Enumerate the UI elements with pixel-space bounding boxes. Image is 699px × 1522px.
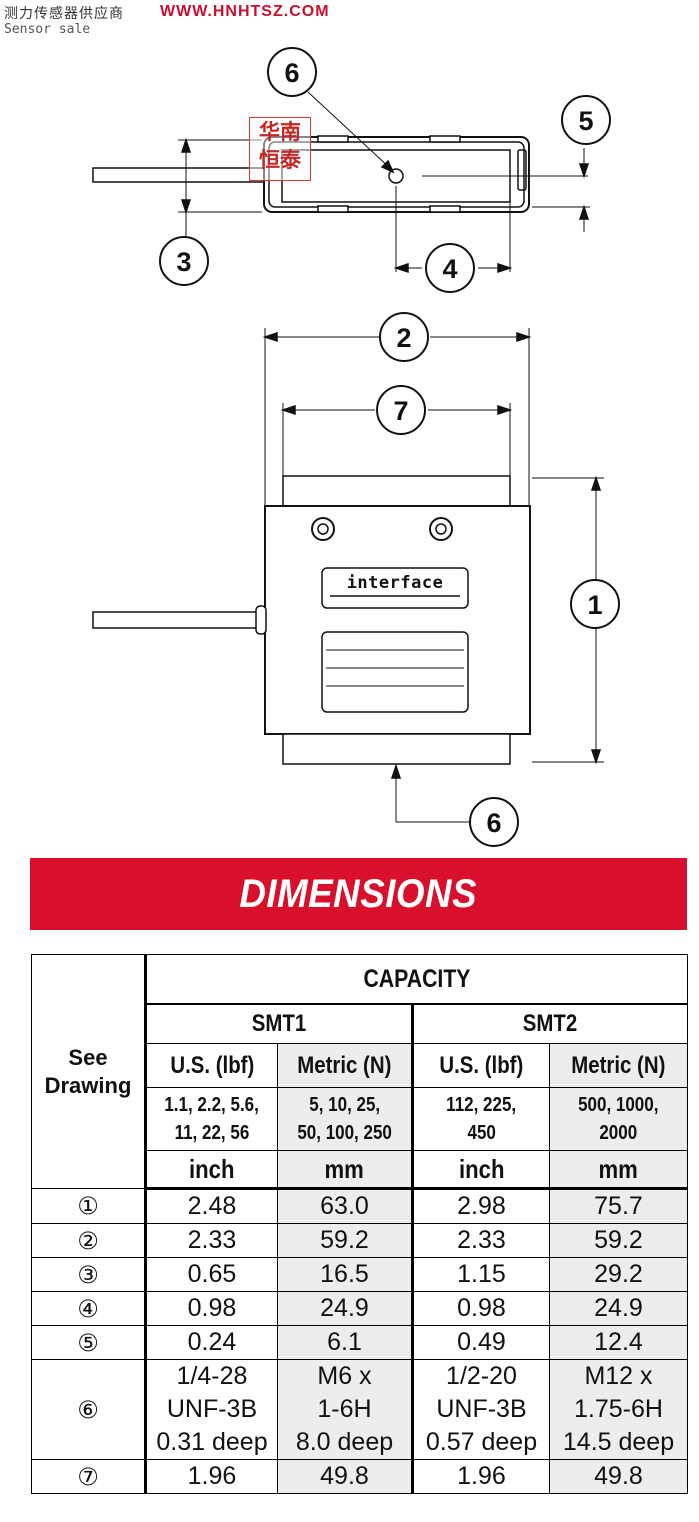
callout-3: 3 bbox=[159, 236, 209, 286]
supplier-heading: 测力传感器供应商 bbox=[4, 6, 124, 22]
dimension-value: 49.8 bbox=[277, 1459, 414, 1494]
dimensions-table: See Drawing CAPACITY SMT1 SMT2 U.S. (lbf… bbox=[31, 954, 688, 1494]
drawing-ref: ⑤ bbox=[31, 1325, 147, 1360]
callout-2: 2 bbox=[379, 312, 429, 362]
svg-text:6: 6 bbox=[284, 58, 299, 88]
dimension-value: 2.48 bbox=[145, 1188, 278, 1224]
callout-1: 1 bbox=[570, 579, 620, 629]
banner-title: DIMENSIONS bbox=[239, 872, 478, 916]
svg-text:6: 6 bbox=[486, 808, 501, 838]
model-smt2-header: SMT2 bbox=[412, 1003, 688, 1044]
dimension-value: 63.0 bbox=[277, 1188, 414, 1224]
stamp-line-2: 恒泰 bbox=[259, 148, 301, 172]
callout-6-bottom: 6 bbox=[469, 797, 519, 847]
dimension-value: 12.4 bbox=[549, 1325, 688, 1360]
website-url[interactable]: WWW.HNHTSZ.COM bbox=[160, 3, 330, 20]
table-row: ② 2.33 59.2 2.33 59.2 bbox=[31, 1223, 688, 1258]
dimension-value: 1.96 bbox=[145, 1459, 278, 1494]
dimensions-banner: DIMENSIONS bbox=[30, 858, 687, 930]
capacity-range: 1.1, 2.2, 5.6,11, 22, 56 bbox=[145, 1087, 278, 1151]
svg-text:2: 2 bbox=[396, 323, 411, 353]
svg-text:5: 5 bbox=[578, 106, 593, 136]
dimension-value: 24.9 bbox=[549, 1291, 688, 1326]
dimension-value: 59.2 bbox=[549, 1223, 688, 1258]
dimension-value: 24.9 bbox=[277, 1291, 414, 1326]
callout-6-top: 6 bbox=[267, 47, 317, 97]
length-unit: mm bbox=[549, 1150, 688, 1190]
dimension-value: 1.96 bbox=[412, 1459, 550, 1494]
dimension-value: 59.2 bbox=[277, 1223, 414, 1258]
callout-5: 5 bbox=[561, 95, 611, 145]
dimension-value: 0.65 bbox=[145, 1257, 278, 1292]
capacity-range: 112, 225,450 bbox=[412, 1087, 550, 1151]
logo-text: interface bbox=[347, 573, 444, 593]
dimension-value: 2.98 bbox=[412, 1188, 550, 1224]
length-unit: inch bbox=[145, 1150, 278, 1190]
svg-text:7: 7 bbox=[393, 396, 408, 426]
top-view bbox=[92, 91, 590, 274]
stamp-line-1: 华南 bbox=[259, 120, 301, 144]
length-unit: inch bbox=[412, 1150, 550, 1190]
table-row: ⑤ 0.24 6.1 0.49 12.4 bbox=[31, 1325, 688, 1360]
dimension-value: 49.8 bbox=[549, 1459, 688, 1494]
capacity-header: CAPACITY bbox=[145, 954, 688, 1005]
drawing-ref: ② bbox=[31, 1223, 147, 1258]
svg-text:3: 3 bbox=[176, 247, 191, 277]
dimension-value: 0.24 bbox=[145, 1325, 278, 1360]
front-view: interface bbox=[92, 328, 604, 823]
capacity-range: 500, 1000,2000 bbox=[549, 1087, 688, 1151]
dimension-value: 0.98 bbox=[145, 1291, 278, 1326]
technical-drawing: interface 6 5 3 4 2 7 bbox=[92, 47, 620, 847]
dimension-value: 29.2 bbox=[549, 1257, 688, 1292]
drawing-ref: ③ bbox=[31, 1257, 147, 1292]
unit-header: Metric (N) bbox=[549, 1043, 688, 1088]
drawing-ref: ④ bbox=[31, 1291, 147, 1326]
dimension-value: 6.1 bbox=[277, 1325, 414, 1360]
svg-text:1: 1 bbox=[587, 590, 602, 620]
svg-text:4: 4 bbox=[442, 254, 457, 284]
dimension-value: 2.33 bbox=[145, 1223, 278, 1258]
unit-header: U.S. (lbf) bbox=[145, 1043, 278, 1088]
table-row: ⑦ 1.96 49.8 1.96 49.8 bbox=[31, 1459, 688, 1494]
supplier-subheading: Sensor sale bbox=[4, 22, 91, 37]
dimension-value: 16.5 bbox=[277, 1257, 414, 1292]
company-stamp: 华南 恒泰 bbox=[249, 117, 311, 181]
dimension-value: 1.15 bbox=[412, 1257, 550, 1292]
drawing-ref: ⑦ bbox=[31, 1459, 147, 1494]
dimension-value: 2.33 bbox=[412, 1223, 550, 1258]
unit-header: U.S. (lbf) bbox=[412, 1043, 550, 1088]
unit-header: Metric (N) bbox=[277, 1043, 414, 1088]
capacity-range: 5, 10, 25,50, 100, 250 bbox=[277, 1087, 414, 1151]
callout-4: 4 bbox=[425, 243, 475, 293]
dimension-value: 0.98 bbox=[412, 1291, 550, 1326]
table-row: ③ 0.65 16.5 1.15 29.2 bbox=[31, 1257, 688, 1292]
table-row: ④ 0.98 24.9 0.98 24.9 bbox=[31, 1291, 688, 1326]
callout-7: 7 bbox=[376, 385, 426, 435]
length-unit: mm bbox=[277, 1150, 414, 1190]
dimension-value: 75.7 bbox=[549, 1188, 688, 1224]
drawing-ref: ① bbox=[31, 1188, 147, 1224]
drawing-ref: ⑥ bbox=[31, 1359, 147, 1460]
dimension-value: 0.49 bbox=[412, 1325, 550, 1360]
table-row: ① 2.48 63.0 2.98 75.7 bbox=[31, 1188, 688, 1224]
model-smt1-header: SMT1 bbox=[145, 1003, 414, 1044]
see-drawing-header: See Drawing bbox=[31, 954, 147, 1189]
